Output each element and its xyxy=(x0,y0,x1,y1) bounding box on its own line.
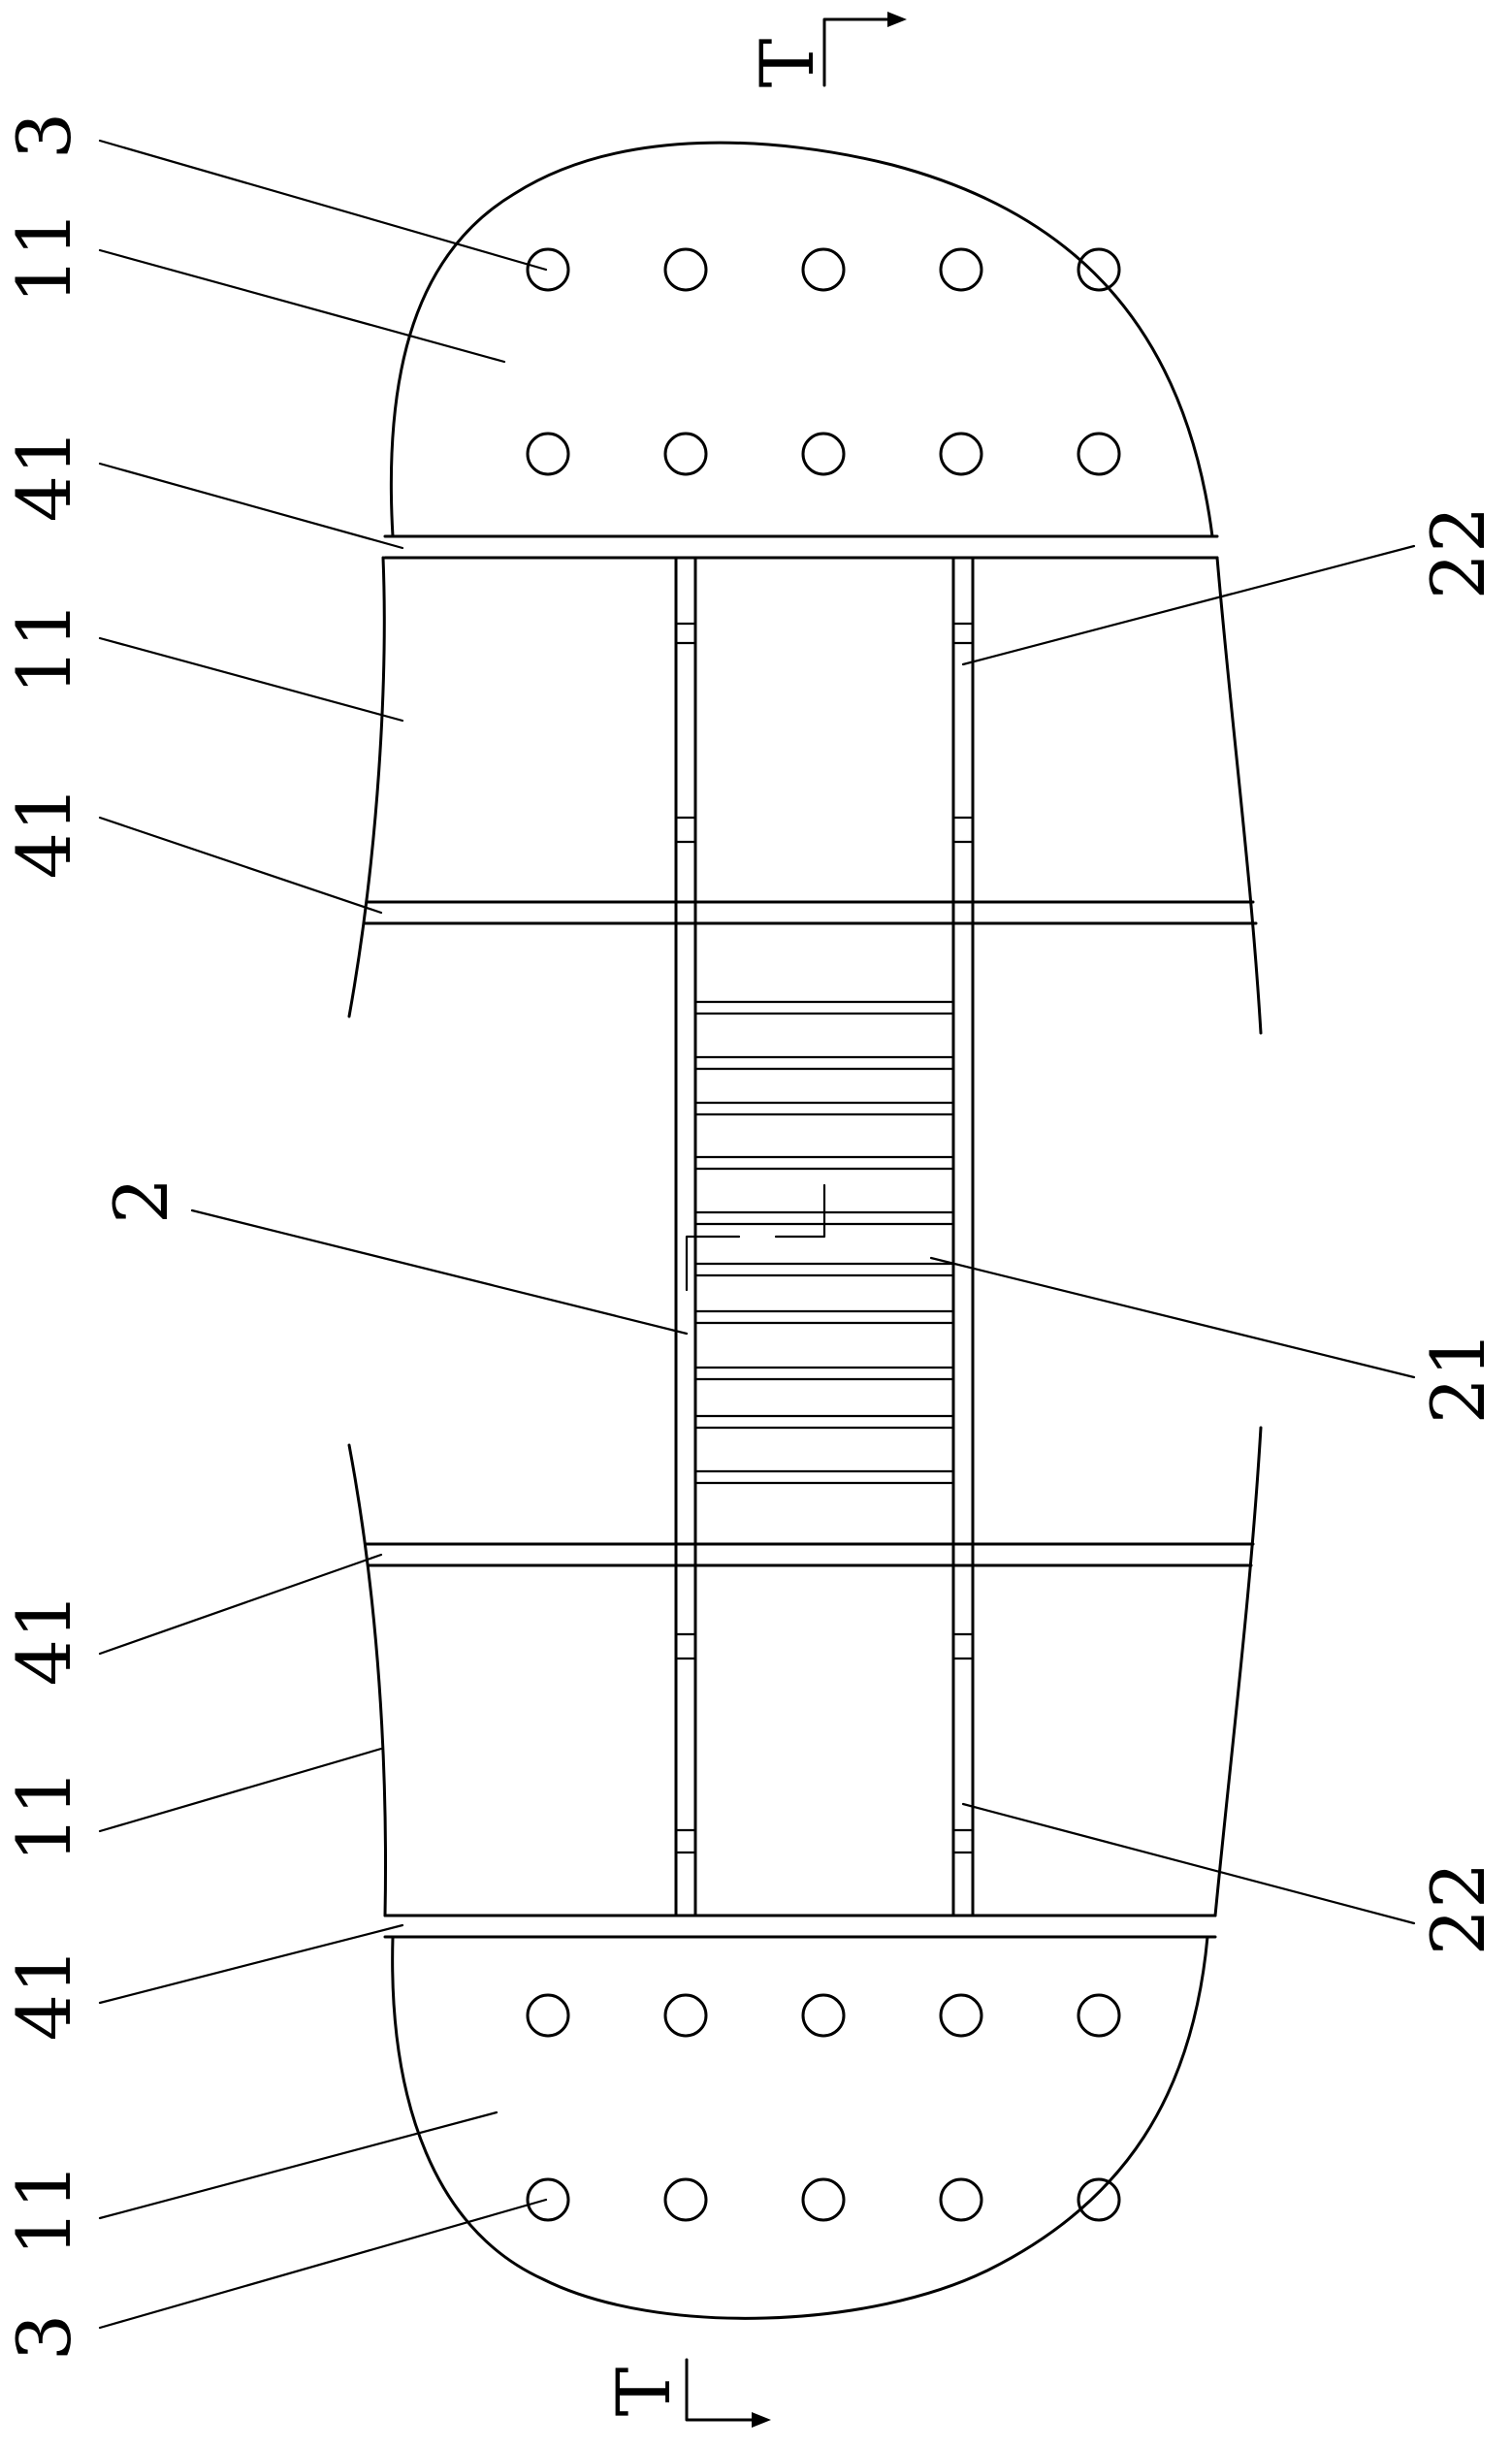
label-21: 21 xyxy=(1415,1331,1501,1425)
hole xyxy=(803,249,844,290)
holes-bottom xyxy=(528,1995,1119,2220)
section-letter-top: T xyxy=(744,39,830,88)
hole xyxy=(941,249,981,290)
label-11-bottom-2: 11 xyxy=(1,2163,87,2257)
girder-stiffeners xyxy=(676,624,973,1852)
leader-lines xyxy=(100,141,1414,2328)
ladder-rungs xyxy=(695,1002,953,1483)
hole xyxy=(941,2179,981,2220)
section-mark-top: T xyxy=(744,12,907,87)
hole xyxy=(665,434,706,474)
bottom-right-wall xyxy=(1215,1428,1261,1916)
top-cap-curve xyxy=(391,143,1212,536)
hole xyxy=(528,1995,568,2036)
holes-top xyxy=(528,249,1119,474)
hole xyxy=(803,1995,844,2036)
hole xyxy=(1078,1995,1119,2036)
hole xyxy=(1078,249,1119,290)
hole xyxy=(1078,434,1119,474)
hole xyxy=(528,434,568,474)
hull-outline xyxy=(349,143,1261,2318)
hole xyxy=(1078,2179,1119,2220)
bottom-cap-curve xyxy=(393,1937,1207,2318)
label-11-top-2: 11 xyxy=(1,601,87,695)
label-41-top-2: 41 xyxy=(1,786,87,880)
hole xyxy=(941,434,981,474)
top-left-wall xyxy=(349,558,384,1016)
hole xyxy=(665,1995,706,2036)
label-22-bottom: 22 xyxy=(1415,1862,1501,1956)
center-section-mark xyxy=(687,1185,824,1290)
label-11-bottom-1: 11 xyxy=(1,1769,87,1863)
section-letter-bottom: T xyxy=(600,2367,687,2417)
bottom-left-wall xyxy=(349,1445,386,1916)
label-41-top-1: 41 xyxy=(1,429,87,523)
hole xyxy=(941,1995,981,2036)
hole xyxy=(803,2179,844,2220)
hole xyxy=(528,2179,568,2220)
label-3-bottom: 3 xyxy=(1,2314,87,2361)
label-22-top: 22 xyxy=(1415,506,1501,600)
top-right-wall xyxy=(1217,558,1261,1033)
label-3-top: 3 xyxy=(1,113,87,159)
hole xyxy=(528,249,568,290)
reference-numerals: 3 11 41 11 41 2 41 11 41 11 3 22 21 22 xyxy=(1,113,1501,2361)
label-41-bottom-2: 41 xyxy=(1,1948,87,2042)
hole xyxy=(665,2179,706,2220)
label-41-bottom-1: 41 xyxy=(1,1593,87,1687)
hole xyxy=(665,249,706,290)
hole xyxy=(803,434,844,474)
label-2: 2 xyxy=(98,1177,184,1224)
label-11-top-1: 11 xyxy=(1,210,87,305)
section-mark-bottom: T xyxy=(600,2360,771,2428)
